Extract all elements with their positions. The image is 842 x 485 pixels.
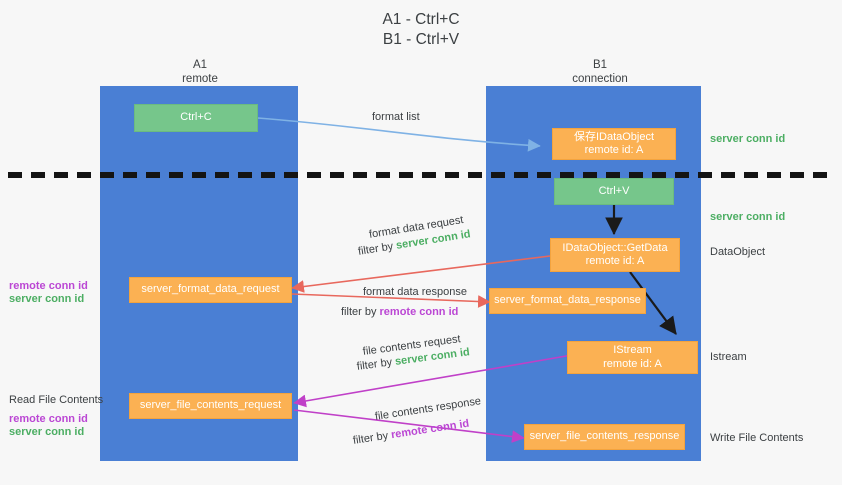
filter-key-remote-conn-id: remote conn id: [390, 417, 470, 442]
filter-prefix: filter by: [352, 429, 393, 447]
title-line-2: B1 - Ctrl+V: [382, 31, 460, 48]
column-b1-sub: connection: [572, 73, 628, 85]
node-server-format-data-response[interactable]: server_format_data_response: [489, 288, 646, 314]
node-server-file-contents-response[interactable]: server_file_contents_response: [524, 424, 685, 450]
filter-prefix: filter by: [357, 239, 398, 258]
annotation-right-istream: Istream: [710, 351, 747, 363]
node-ctrl-c-label: Ctrl+C: [180, 111, 212, 124]
annotation-left-read-file-contents: Read File Contents: [9, 394, 104, 406]
node-store-idataobject-line2: remote id: A: [584, 144, 644, 156]
node-server-file-contents-request-label: server_file_contents_request: [139, 399, 282, 412]
node-store-idataobject[interactable]: 保存IDataObject remote id: A: [552, 128, 676, 160]
node-server-file-contents-response-label: server_file_contents_response: [529, 430, 680, 443]
filter-key-remote-conn-id: remote conn id: [379, 306, 459, 318]
annotation-right-server-conn-id-top: server conn id: [710, 133, 786, 145]
node-server-format-data-request[interactable]: server_format_data_request: [129, 277, 292, 303]
title-line-1: A1 - Ctrl+C: [382, 11, 460, 28]
edge-label-file-contents-response-filter: filter by remote conn id: [352, 417, 470, 448]
column-a1-name: A1: [192, 59, 208, 71]
node-getdata[interactable]: IDataObject::GetData remote id: A: [550, 238, 680, 272]
edge-label-format-data-response-filter: filter by remote conn id: [341, 305, 458, 319]
column-a1-sub: remote: [182, 73, 218, 85]
filter-prefix: filter by: [341, 306, 380, 318]
node-istream-line2: remote id: A: [603, 357, 662, 370]
edge-label-format-list: format list: [372, 111, 420, 123]
node-server-format-data-request-label: server_format_data_request: [141, 283, 280, 296]
column-b1-name: B1: [592, 59, 608, 71]
node-istream[interactable]: IStream remote id: A: [567, 341, 698, 374]
annotation-right-dataobject: DataObject: [710, 246, 766, 258]
node-store-idataobject-line1: 保存IDataObject: [573, 130, 655, 143]
node-istream-line1: IStream: [613, 344, 652, 356]
node-ctrl-v[interactable]: Ctrl+V: [554, 178, 674, 205]
column-header-b1: B1 connection: [540, 58, 660, 86]
node-ctrl-c[interactable]: Ctrl+C: [134, 104, 258, 132]
annotation-left-remote-conn-id-mid: remote conn id: [9, 280, 88, 292]
node-getdata-line1: IDataObject::GetData: [562, 241, 668, 254]
filter-prefix: filter by: [356, 355, 396, 373]
node-ctrl-v-label: Ctrl+V: [598, 184, 630, 197]
node-server-format-data-response-label: server_format_data_response: [494, 294, 641, 307]
annotation-left-server-conn-id-mid: server conn id: [9, 293, 85, 305]
edge-label-format-data-response: format data response: [363, 286, 467, 298]
annotation-right-write-file-contents: Write File Contents: [710, 432, 804, 444]
node-server-file-contents-request[interactable]: server_file_contents_request: [129, 393, 292, 419]
page-title: A1 - Ctrl+C B1 - Ctrl+V: [0, 10, 842, 50]
annotation-right-server-conn-id-mid: server conn id: [710, 211, 786, 223]
annotation-left-remote-conn-id-bottom: remote conn id: [9, 413, 88, 425]
node-getdata-line2: remote id: A: [585, 255, 645, 267]
annotation-left-server-conn-id-bottom: server conn id: [9, 426, 85, 438]
column-header-a1: A1 remote: [140, 58, 260, 86]
